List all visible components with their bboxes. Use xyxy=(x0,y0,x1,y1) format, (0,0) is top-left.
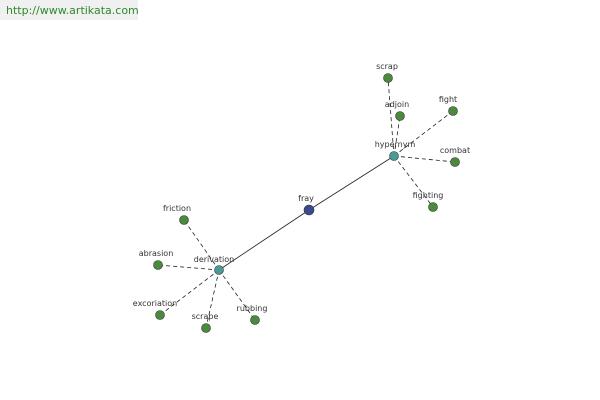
edge-hypernym-fight xyxy=(393,110,454,157)
site-banner: http://www.artikata.com xyxy=(0,0,139,20)
label-excoriation: excoriation xyxy=(133,299,177,308)
edge-hypernym-combat xyxy=(393,155,456,163)
label-friction: friction xyxy=(163,204,191,213)
node-fighting[interactable] xyxy=(428,202,438,212)
edge-fray-hypernym xyxy=(308,155,395,211)
label-scrape: scrape xyxy=(192,312,219,321)
edge-fray-derivation xyxy=(218,209,310,271)
edge-derivation-excoriation xyxy=(159,269,220,316)
label-scrap: scrap xyxy=(376,62,398,71)
edge-derivation-rubbing xyxy=(218,269,256,321)
node-abrasion[interactable] xyxy=(153,260,163,270)
node-excoriation[interactable] xyxy=(155,310,165,320)
label-fray: fray xyxy=(298,194,314,203)
node-derivation[interactable] xyxy=(214,265,224,275)
site-url-link[interactable]: http://www.artikata.com xyxy=(6,3,139,17)
label-hypernym: hypernym xyxy=(375,140,416,149)
label-fight: fight xyxy=(439,95,457,104)
label-fighting: fighting xyxy=(413,191,444,200)
label-combat: combat xyxy=(440,146,470,155)
node-rubbing[interactable] xyxy=(250,315,260,325)
node-scrap[interactable] xyxy=(383,73,393,83)
node-fray[interactable] xyxy=(303,204,315,216)
edge-derivation-abrasion xyxy=(157,264,220,271)
node-adjoin[interactable] xyxy=(395,111,405,121)
edge-hypernym-adjoin xyxy=(393,115,401,157)
label-rubbing: rubbing xyxy=(237,304,268,313)
edges-layer xyxy=(157,77,456,329)
edge-derivation-friction xyxy=(183,219,220,271)
node-hypernym[interactable] xyxy=(389,151,399,161)
labels-layer: fray hypernym scrap adjoin fight combat fighti… xyxy=(133,62,470,321)
label-derivation: derivation xyxy=(194,255,234,264)
edge-hypernym-scrap xyxy=(387,77,395,157)
edge-hypernym-fighting xyxy=(393,155,434,208)
node-combat[interactable] xyxy=(450,157,460,167)
node-fight[interactable] xyxy=(448,106,458,116)
node-friction[interactable] xyxy=(179,215,189,225)
node-scrape[interactable] xyxy=(201,323,211,333)
edge-derivation-scrape xyxy=(205,269,220,329)
label-abrasion: abrasion xyxy=(139,249,174,258)
nodes-layer xyxy=(153,73,460,333)
label-adjoin: adjoin xyxy=(385,100,409,109)
